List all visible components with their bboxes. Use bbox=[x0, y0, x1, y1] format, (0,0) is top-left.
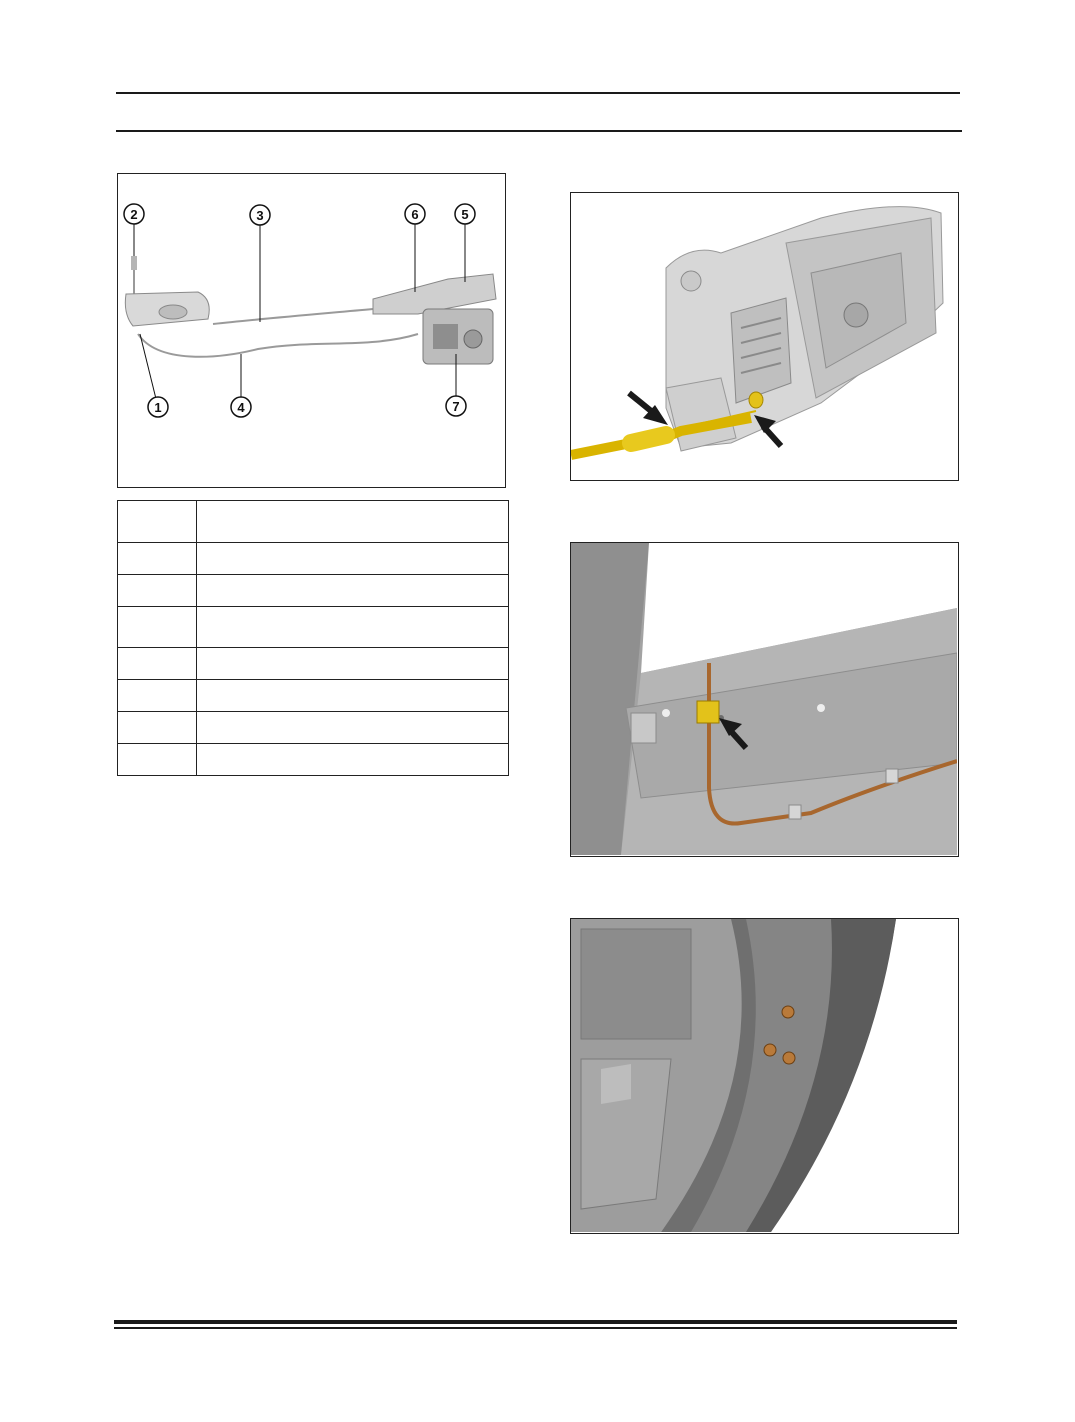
svg-text:4: 4 bbox=[237, 400, 245, 415]
table-cell-num bbox=[117, 743, 197, 776]
header-rule-top bbox=[116, 92, 960, 94]
table-cell-num bbox=[117, 711, 197, 744]
table-cell-num bbox=[117, 606, 197, 648]
table-cell-desc bbox=[196, 542, 509, 575]
yellow-clip bbox=[696, 700, 720, 724]
table-cell-num bbox=[117, 500, 197, 543]
callout-1: 1 bbox=[147, 396, 169, 418]
footer-rule-thin bbox=[114, 1327, 957, 1329]
cable-4 bbox=[137, 333, 419, 358]
callout-7: 7 bbox=[445, 395, 467, 417]
svg-text:3: 3 bbox=[256, 208, 263, 223]
svg-text:6: 6 bbox=[411, 207, 418, 222]
table-row bbox=[117, 500, 509, 543]
callout-3: 3 bbox=[249, 204, 271, 226]
figure-handle-housing-cable bbox=[570, 192, 959, 481]
svg-text:2: 2 bbox=[130, 207, 137, 222]
bolt bbox=[781, 1005, 795, 1019]
copper-cable bbox=[707, 663, 958, 826]
figure-handle-cable-assembly: 1 2 3 4 5 6 7 bbox=[117, 173, 506, 488]
header-rule-bottom bbox=[116, 130, 962, 132]
bolt bbox=[782, 1051, 796, 1065]
table-cell-num bbox=[117, 647, 197, 680]
table-row bbox=[117, 574, 509, 607]
door-panel-illustration bbox=[571, 543, 958, 855]
svg-text:5: 5 bbox=[461, 207, 468, 222]
table-cell-desc bbox=[196, 606, 509, 648]
table-cell-desc bbox=[196, 574, 509, 607]
callout-6: 6 bbox=[404, 203, 426, 225]
lock-bracket-6 bbox=[372, 273, 497, 315]
table-row bbox=[117, 606, 509, 648]
arrow-right bbox=[754, 415, 784, 449]
table-cell-desc bbox=[196, 679, 509, 712]
table-row bbox=[117, 743, 509, 776]
handle-housing-illustration bbox=[571, 193, 957, 479]
table-cell-desc bbox=[196, 647, 509, 680]
table-cell-desc bbox=[196, 500, 509, 543]
table-row bbox=[117, 647, 509, 680]
table-row bbox=[117, 679, 509, 712]
table-row bbox=[117, 711, 509, 744]
svg-text:7: 7 bbox=[452, 399, 459, 414]
figure-door-panel-cable-clip bbox=[570, 542, 959, 857]
figure-door-edge-bolts bbox=[570, 918, 959, 1234]
arrow-clip bbox=[719, 718, 749, 751]
svg-text:1: 1 bbox=[154, 400, 161, 415]
cable-3 bbox=[212, 308, 374, 325]
footer-rule-thick bbox=[114, 1320, 957, 1324]
legend-table bbox=[117, 500, 509, 776]
table-cell-desc bbox=[196, 743, 509, 776]
assembly-illustration: 1 2 3 4 5 6 7 bbox=[123, 203, 497, 418]
arrow-left bbox=[627, 390, 668, 425]
table-cell-desc bbox=[196, 711, 509, 744]
table-cell-num bbox=[117, 542, 197, 575]
callout-5: 5 bbox=[454, 203, 476, 225]
table-row bbox=[117, 542, 509, 575]
callout-4: 4 bbox=[230, 396, 252, 418]
table-cell-num bbox=[117, 574, 197, 607]
table-cell-num bbox=[117, 679, 197, 712]
door-edge-illustration bbox=[571, 919, 957, 1232]
bolt bbox=[763, 1043, 777, 1057]
callout-2: 2 bbox=[123, 203, 145, 225]
